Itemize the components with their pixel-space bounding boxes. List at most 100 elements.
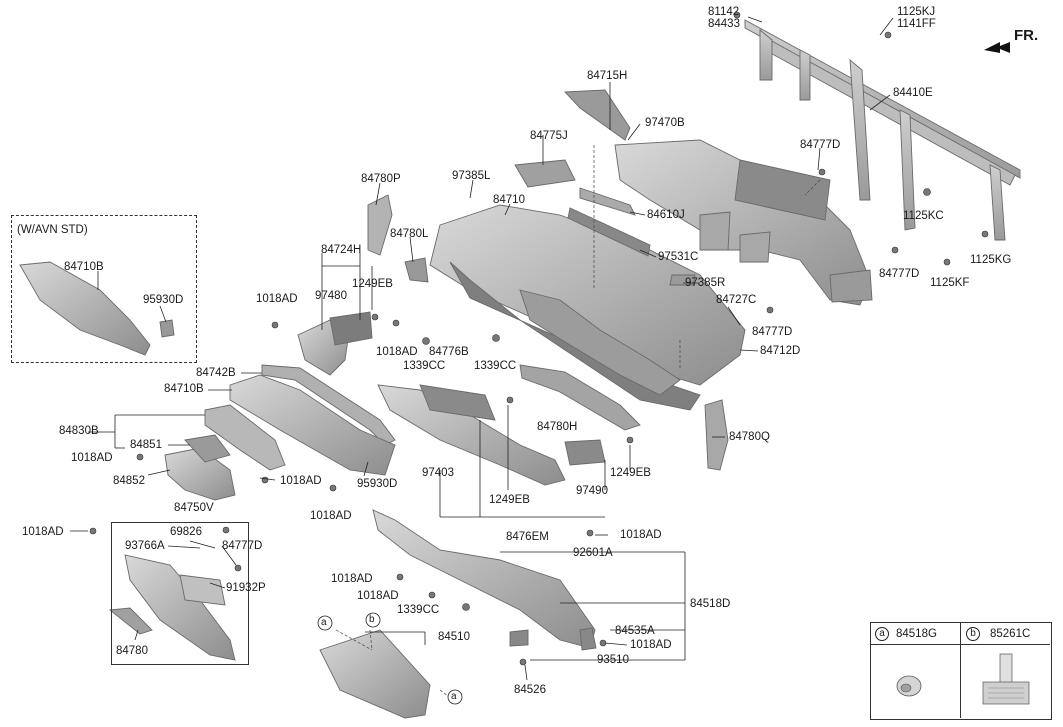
- part-label: 84518D: [690, 598, 731, 610]
- part-label: 81142: [708, 6, 740, 18]
- avn-variant-box: [11, 215, 197, 363]
- part-label: 1018AD: [71, 452, 113, 464]
- part-label: 84780Q: [729, 431, 770, 443]
- glove-upper-trim: [519, 364, 641, 431]
- legend-b-part: 85261C: [990, 628, 1031, 640]
- part-label: 1018AD: [256, 293, 298, 305]
- part-label: 84777D: [752, 326, 793, 338]
- part-label: 84710: [493, 194, 525, 206]
- knee-panel-inset-box: [111, 522, 249, 665]
- box-lock: [509, 629, 529, 647]
- cluster-cover: [204, 404, 286, 471]
- part-label: 84777D: [222, 540, 263, 552]
- switch-bezel: [184, 434, 231, 463]
- fasteners: [89, 11, 989, 666]
- part-label: 1018AD: [280, 475, 322, 487]
- part-label: 84710B: [64, 261, 104, 273]
- part-label: 97385R: [685, 277, 726, 289]
- part-label: 84780H: [537, 421, 578, 433]
- part-label: 84715H: [587, 70, 628, 82]
- side-cover-right: [704, 399, 729, 471]
- part-label: 84750V: [174, 502, 214, 514]
- part-label: 1249EB: [610, 467, 651, 479]
- legend-divider: [960, 622, 961, 718]
- part-label: 93766A: [125, 540, 165, 552]
- display-surround: [229, 374, 396, 476]
- part-label: 84776B: [429, 346, 469, 358]
- part-label: 84724H: [321, 244, 362, 256]
- part-label: 1125KF: [930, 277, 970, 289]
- part-label: 84526: [514, 684, 546, 696]
- part-label: 84410E: [893, 87, 933, 99]
- part-label: 95930D: [357, 478, 398, 490]
- side-cover-left: [367, 194, 393, 256]
- part-label: 1018AD: [357, 590, 399, 602]
- part-label: 84610J: [647, 209, 685, 221]
- center-vent-bezel: [514, 159, 576, 188]
- legend-a-letter: a: [879, 628, 885, 639]
- part-label: 97403: [422, 467, 454, 479]
- part-label: 97470B: [645, 117, 685, 129]
- avn-display-bezel: [19, 261, 151, 356]
- air-duct: [614, 139, 873, 306]
- part-label: 8476EM: [506, 531, 549, 543]
- part-label: 97490: [576, 485, 608, 497]
- part-label: 92601A: [573, 547, 613, 559]
- part-label: 84777D: [879, 268, 920, 280]
- glove-box-lid: [319, 629, 431, 719]
- front-arrow-icon: [984, 42, 1010, 53]
- part-label: 1018AD: [331, 573, 373, 585]
- part-label: 1339CC: [403, 360, 446, 372]
- part-label: 1018AD: [620, 529, 662, 541]
- center-vent-panel: [419, 384, 496, 421]
- part-label: 1018AD: [376, 346, 418, 358]
- part-label: 84852: [113, 475, 145, 487]
- part-label: 1018AD: [310, 510, 352, 522]
- callout-circle-b-top: [365, 612, 381, 628]
- part-label: 84712D: [760, 345, 801, 357]
- lower-trim-84780: [108, 607, 153, 635]
- part-label: 97531C: [658, 251, 699, 263]
- legend-a-circle: a: [875, 627, 889, 641]
- part-label: 95930D: [143, 294, 184, 306]
- dashed-leaders: [335, 145, 821, 697]
- legend-clip-icon: [896, 675, 922, 697]
- cluster-fascia: [297, 311, 373, 376]
- part-label: 84710B: [164, 383, 204, 395]
- callout-circle-a-top: [317, 615, 333, 631]
- part-label: 1141FF: [897, 18, 936, 30]
- part-label: 97385L: [452, 170, 491, 182]
- part-label: 84433: [708, 18, 740, 30]
- part-label: 1018AD: [630, 639, 672, 651]
- legend-label-icon: [982, 653, 1030, 705]
- defrost-trim: [579, 187, 636, 216]
- glove-box-housing: [372, 509, 596, 649]
- part-label: 84780P: [361, 173, 401, 185]
- part-label: 84775J: [530, 130, 568, 142]
- legend-b-letter: b: [970, 628, 976, 639]
- part-label: 1339CC: [397, 604, 440, 616]
- part-label: 69826: [170, 526, 202, 538]
- part-label: 1125KJ: [897, 6, 936, 18]
- lower-garnish-97490: [564, 439, 606, 466]
- part-label: 84727C: [716, 294, 757, 306]
- part-label: 1125KC: [903, 210, 944, 222]
- part-label: 84780L: [390, 228, 429, 240]
- legend-box: [870, 622, 1052, 720]
- front-direction-label: FR.: [1014, 27, 1039, 44]
- part-label: 84851: [130, 439, 162, 451]
- crash-pad-panel: [429, 204, 746, 411]
- part-label: 1249EB: [352, 278, 393, 290]
- part-label: 93510: [597, 654, 629, 666]
- avn-clip: [159, 319, 175, 338]
- legend-b-circle: b: [966, 627, 980, 641]
- knee-panel-insert: [179, 574, 226, 606]
- part-label: 84742B: [196, 367, 236, 379]
- cowl-cross-bar: [744, 19, 1021, 241]
- part-label: 1339CC: [474, 360, 517, 372]
- variant-label: (W/AVN STD): [17, 224, 88, 236]
- part-label: 1249EB: [489, 494, 530, 506]
- part-label: 84535A: [615, 625, 655, 637]
